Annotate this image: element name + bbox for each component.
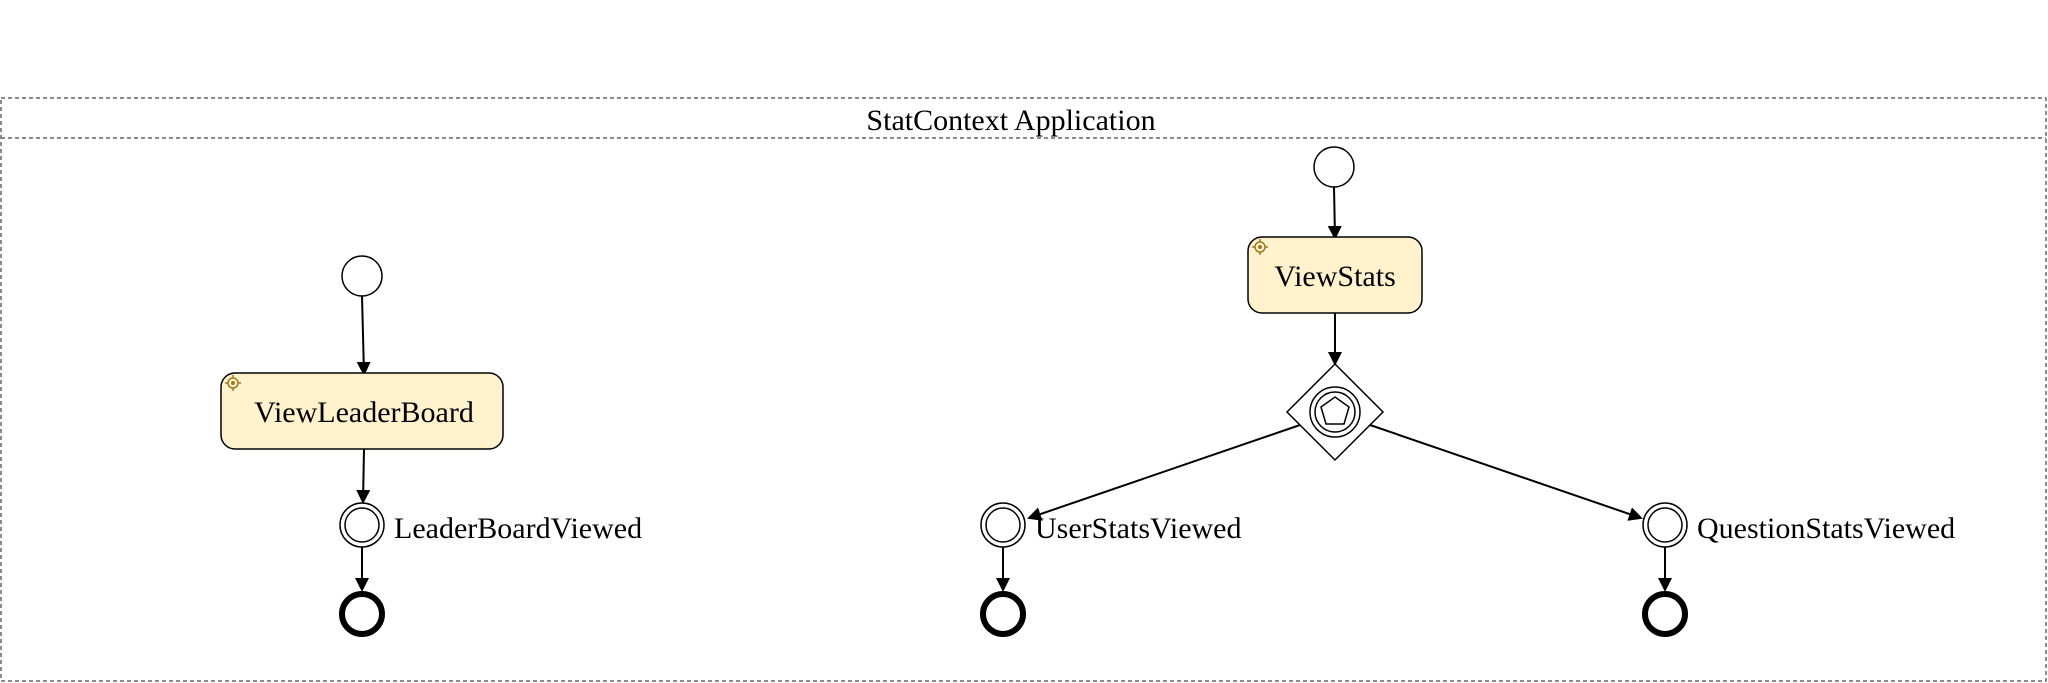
event-label: UserStatsViewed <box>1035 512 1241 545</box>
event-inner-ring <box>344 507 380 543</box>
sequence-flow <box>1027 424 1301 521</box>
event-label: QuestionStatsViewed <box>1697 512 1955 545</box>
pool-title: StatContext Application <box>866 104 1155 137</box>
intermediate-event-user-stats-viewed[interactable]: UserStatsViewed <box>980 502 1241 548</box>
end-event-question-stats[interactable] <box>1642 591 1688 637</box>
gear-icon <box>1252 239 1268 255</box>
intermediate-event-question-stats-viewed[interactable]: QuestionStatsViewed <box>1642 502 1955 548</box>
task-label: ViewStats <box>1274 260 1396 293</box>
event-label: LeaderBoardViewed <box>394 512 642 545</box>
start-event-leader-board[interactable] <box>341 255 383 297</box>
task-view-stats[interactable]: ViewStats <box>1247 236 1423 314</box>
task-box[interactable] <box>220 372 504 450</box>
event-inner-ring <box>1647 507 1683 543</box>
leader-board-flow: ViewLeaderBoard LeaderBoardViewed <box>220 255 642 637</box>
intermediate-event-leader-board-viewed[interactable]: LeaderBoardViewed <box>339 502 642 548</box>
task-view-leader-board[interactable]: ViewLeaderBoard <box>220 372 504 450</box>
event-inner-ring <box>985 507 1021 543</box>
gear-icon <box>225 375 241 391</box>
view-stats-flow: ViewStats UserStatsViewed QuestionStatsV… <box>980 146 1955 637</box>
task-label: ViewLeaderBoard <box>254 396 474 429</box>
end-event-leader-board[interactable] <box>339 591 385 637</box>
pool-border <box>0 97 2047 682</box>
sequence-flow <box>1327 186 1342 240</box>
end-event-user-stats[interactable] <box>980 591 1026 637</box>
start-event-view-stats[interactable] <box>1313 146 1355 188</box>
event-based-gateway-icon <box>1309 386 1361 438</box>
sequence-flow <box>356 448 371 504</box>
sequence-flow <box>356 295 371 376</box>
event-based-gateway[interactable] <box>1285 362 1385 462</box>
sequence-flow <box>1369 424 1643 521</box>
pool: StatContext Application <box>0 97 2047 682</box>
